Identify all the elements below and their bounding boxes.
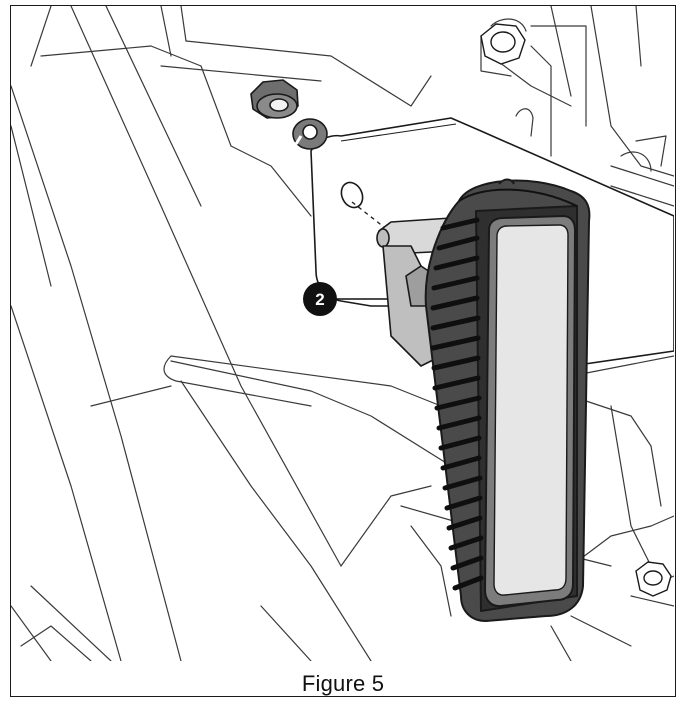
callout-2: 2 — [303, 282, 387, 316]
light-mounting-illustration: 2 — [11, 6, 674, 661]
bracket-mounting-hole — [340, 181, 364, 209]
hex-bolt — [635, 561, 672, 597]
callout-bubble — [303, 282, 337, 316]
figure-frame: 2 Figure 5 — [10, 5, 676, 697]
flange-nut — [250, 79, 299, 119]
cooling-fins — [430, 217, 484, 591]
lock-washer — [292, 118, 328, 150]
figure-caption: Figure 5 — [301, 671, 385, 696]
led-light-housing — [424, 178, 591, 622]
hex-bolt-top — [480, 23, 526, 65]
callout-number: 2 — [315, 290, 324, 309]
